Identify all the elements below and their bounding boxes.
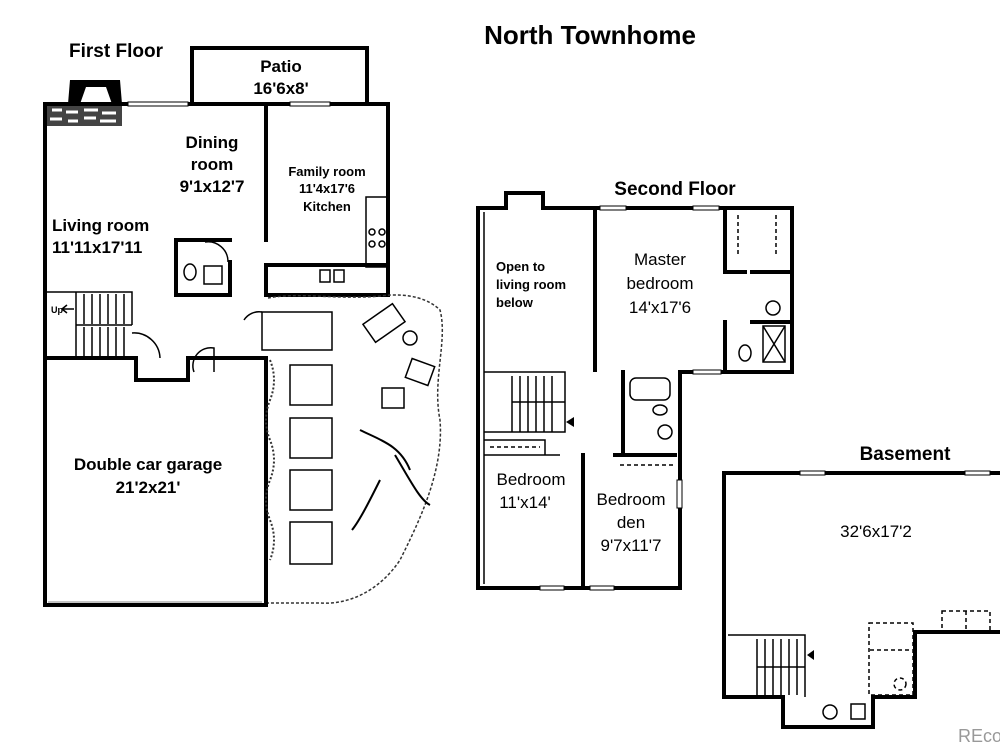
watermark: REco: [958, 726, 1000, 746]
plan-title: North Townhome: [484, 20, 696, 50]
dining-size: 9'1x12'7: [180, 177, 245, 196]
kitchen-label: Kitchen: [303, 199, 351, 214]
master-bedroom-size: 14'x17'6: [629, 298, 691, 317]
half-bath: [174, 238, 232, 297]
den-label: Bedroom: [597, 490, 666, 509]
den-size: 9'7x11'7: [600, 536, 661, 555]
den-label-2: den: [617, 513, 645, 532]
basement-size: 32'6x17'2: [840, 522, 912, 541]
second-floor: Second Floor Open to living room below M…: [476, 179, 794, 591]
basement: Basement 32'6x17'2: [722, 444, 1000, 729]
bedroom-size: 11'x14': [499, 493, 551, 512]
master-bedroom-label-2: bedroom: [626, 274, 693, 293]
open-to-below-label: Open to: [496, 259, 545, 274]
basement-heading: Basement: [860, 444, 951, 465]
open-to-below-label-3: below: [496, 295, 534, 310]
garage-label: Double car garage: [74, 455, 222, 474]
master-bedroom-label: Master: [634, 250, 686, 269]
up-label: Up: [51, 305, 63, 315]
first-floor: First Floor Patio 16'6x8' Up: [43, 41, 444, 607]
family-room-size: 11'4x17'6: [299, 181, 355, 196]
dining-label: Dining: [186, 133, 239, 152]
second-floor-heading: Second Floor: [614, 179, 736, 200]
dining-label-2: room: [191, 155, 234, 174]
living-room-label: Living room: [52, 216, 149, 235]
living-room-size: 11'11x17'11: [52, 238, 142, 257]
bedroom-label: Bedroom: [497, 470, 566, 489]
garage: [43, 356, 268, 607]
landscaping: [243, 294, 444, 604]
garage-size: 21'2x21': [116, 478, 181, 497]
patio-size: 16'6x8': [253, 79, 308, 98]
patio-label: Patio: [260, 57, 302, 76]
first-floor-stairs: Up: [45, 291, 161, 359]
open-to-below-label-2: living room: [496, 277, 566, 292]
first-floor-heading: First Floor: [69, 41, 164, 62]
family-room-label: Family room: [288, 164, 365, 179]
